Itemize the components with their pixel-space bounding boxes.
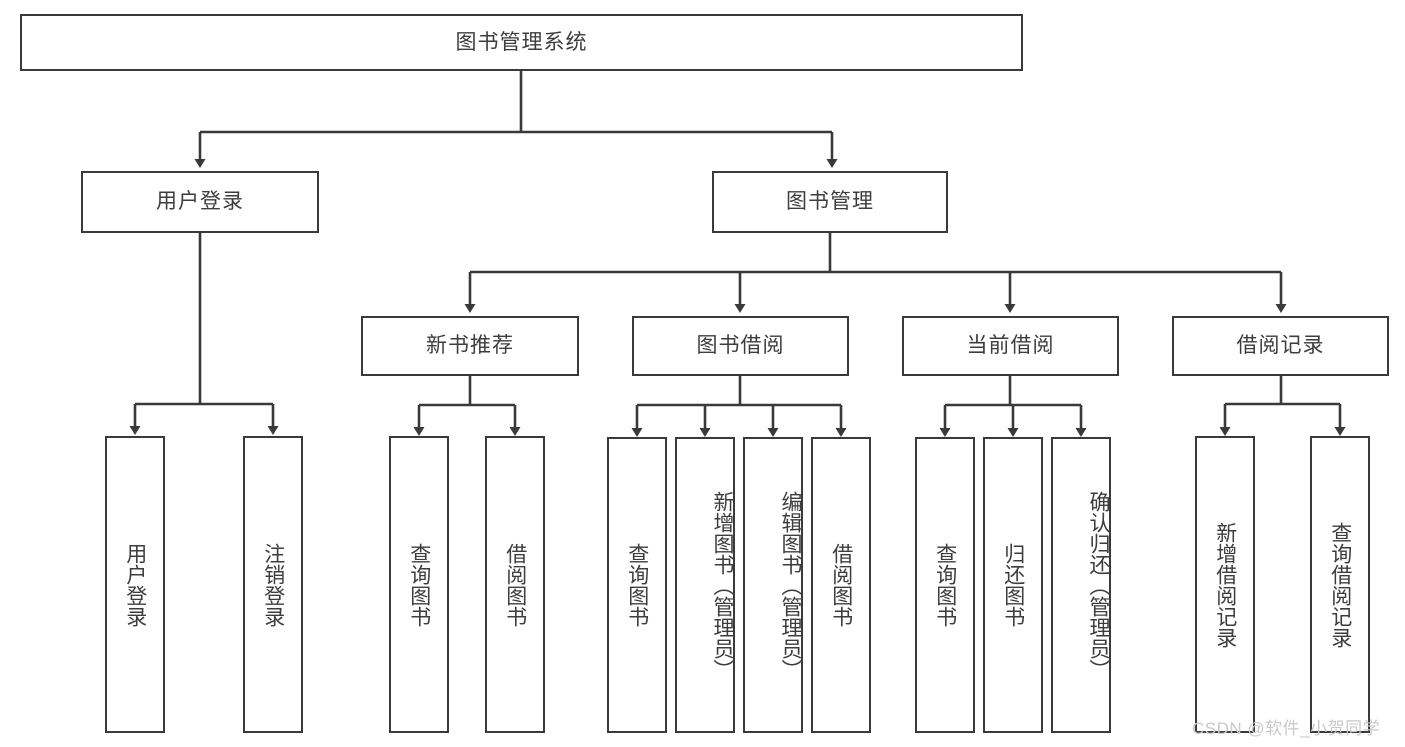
node-leaf-confirm-return[interactable]: 确认归还（管理员）	[1051, 437, 1111, 733]
leaf-label: 归还图书	[1001, 543, 1025, 627]
node-book-borrow-label: 图书借阅	[696, 334, 785, 358]
node-leaf-borrow-book-2[interactable]: 借阅图书	[811, 437, 871, 733]
leaf-label: 借阅图书	[829, 543, 853, 627]
node-new-book-rec-label: 新书推荐	[426, 334, 514, 358]
csdn-watermark: CSDN @软件_小贺同学	[1192, 719, 1381, 738]
node-leaf-return-book[interactable]: 归还图书	[983, 437, 1043, 733]
node-root-system[interactable]: 图书管理系统	[20, 14, 1023, 71]
node-leaf-user-login[interactable]: 用户登录	[105, 436, 165, 733]
node-book-manage[interactable]: 图书管理	[712, 171, 948, 233]
node-user-login-label: 用户登录	[156, 190, 244, 214]
node-leaf-add-book[interactable]: 新增图书（管理员）	[675, 437, 735, 733]
leaf-label: 新增图书（管理员）	[711, 490, 734, 680]
leaf-label: 借阅图书	[503, 542, 527, 627]
node-leaf-add-record[interactable]: 新增借阅记录	[1195, 436, 1255, 733]
node-leaf-query-book-1[interactable]: 查询图书	[389, 436, 449, 733]
node-leaf-query-record[interactable]: 查询借阅记录	[1310, 436, 1370, 733]
node-new-book-rec[interactable]: 新书推荐	[361, 316, 579, 376]
node-leaf-edit-book[interactable]: 编辑图书（管理员）	[743, 437, 803, 733]
leaf-label: 查询图书	[933, 543, 957, 627]
leaf-label: 确认归还（管理员）	[1087, 490, 1110, 680]
node-leaf-query-book-2[interactable]: 查询图书	[607, 437, 667, 733]
leaf-label: 查询图书	[625, 543, 649, 627]
node-current-borrow-label: 当前借阅	[966, 334, 1055, 358]
leaf-label: 查询借阅记录	[1328, 521, 1352, 648]
node-leaf-query-book-3[interactable]: 查询图书	[915, 437, 975, 733]
node-current-borrow[interactable]: 当前借阅	[902, 316, 1119, 376]
leaf-label: 注销登录	[261, 542, 285, 627]
node-leaf-borrow-book-1[interactable]: 借阅图书	[485, 436, 545, 733]
leaf-label: 编辑图书（管理员）	[779, 490, 802, 680]
leaf-label: 用户登录	[123, 542, 147, 627]
leaf-label: 查询图书	[407, 542, 431, 627]
node-root-label: 图书管理系统	[455, 30, 588, 54]
node-book-manage-label: 图书管理	[786, 190, 874, 214]
node-borrow-record-label: 借阅记录	[1236, 334, 1325, 358]
node-user-login[interactable]: 用户登录	[81, 171, 319, 233]
node-borrow-record[interactable]: 借阅记录	[1172, 316, 1389, 376]
leaf-label: 新增借阅记录	[1213, 521, 1237, 648]
node-book-borrow[interactable]: 图书借阅	[632, 316, 849, 376]
node-leaf-logout[interactable]: 注销登录	[243, 436, 303, 733]
